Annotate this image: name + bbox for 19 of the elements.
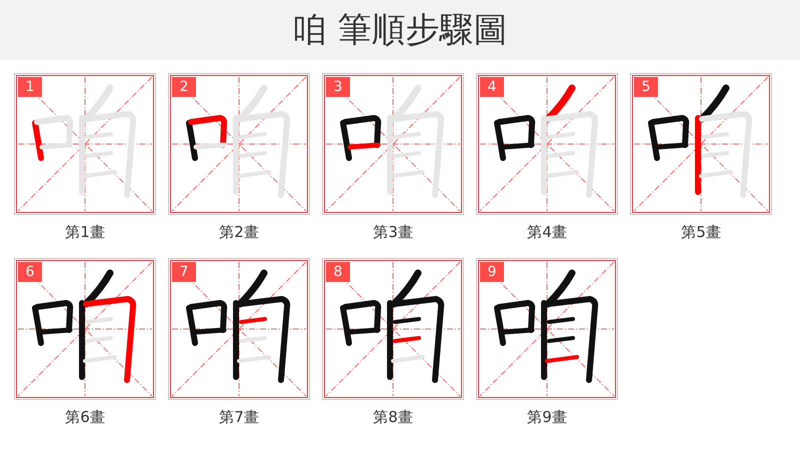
step-caption: 第8畫 <box>373 408 413 426</box>
step-number: 2 <box>172 77 196 97</box>
step-caption: 第3畫 <box>373 223 413 241</box>
step-number: 4 <box>480 77 504 97</box>
step-caption: 第2畫 <box>219 223 259 241</box>
step-caption: 第6畫 <box>65 408 105 426</box>
step-caption: 第5畫 <box>681 223 721 241</box>
step-number: 5 <box>634 77 658 97</box>
step-caption: 第1畫 <box>65 223 105 241</box>
step-number: 1 <box>18 77 42 97</box>
step-number: 9 <box>480 262 504 282</box>
step-caption: 第4畫 <box>527 223 567 241</box>
title: 咱 筆順步驟圖 <box>292 10 508 50</box>
step-caption: 第7畫 <box>219 408 259 426</box>
step-number: 3 <box>326 77 350 97</box>
step-number: 7 <box>172 262 196 282</box>
step-number: 8 <box>326 262 350 282</box>
step-number: 6 <box>18 262 42 282</box>
step-caption: 第9畫 <box>527 408 567 426</box>
